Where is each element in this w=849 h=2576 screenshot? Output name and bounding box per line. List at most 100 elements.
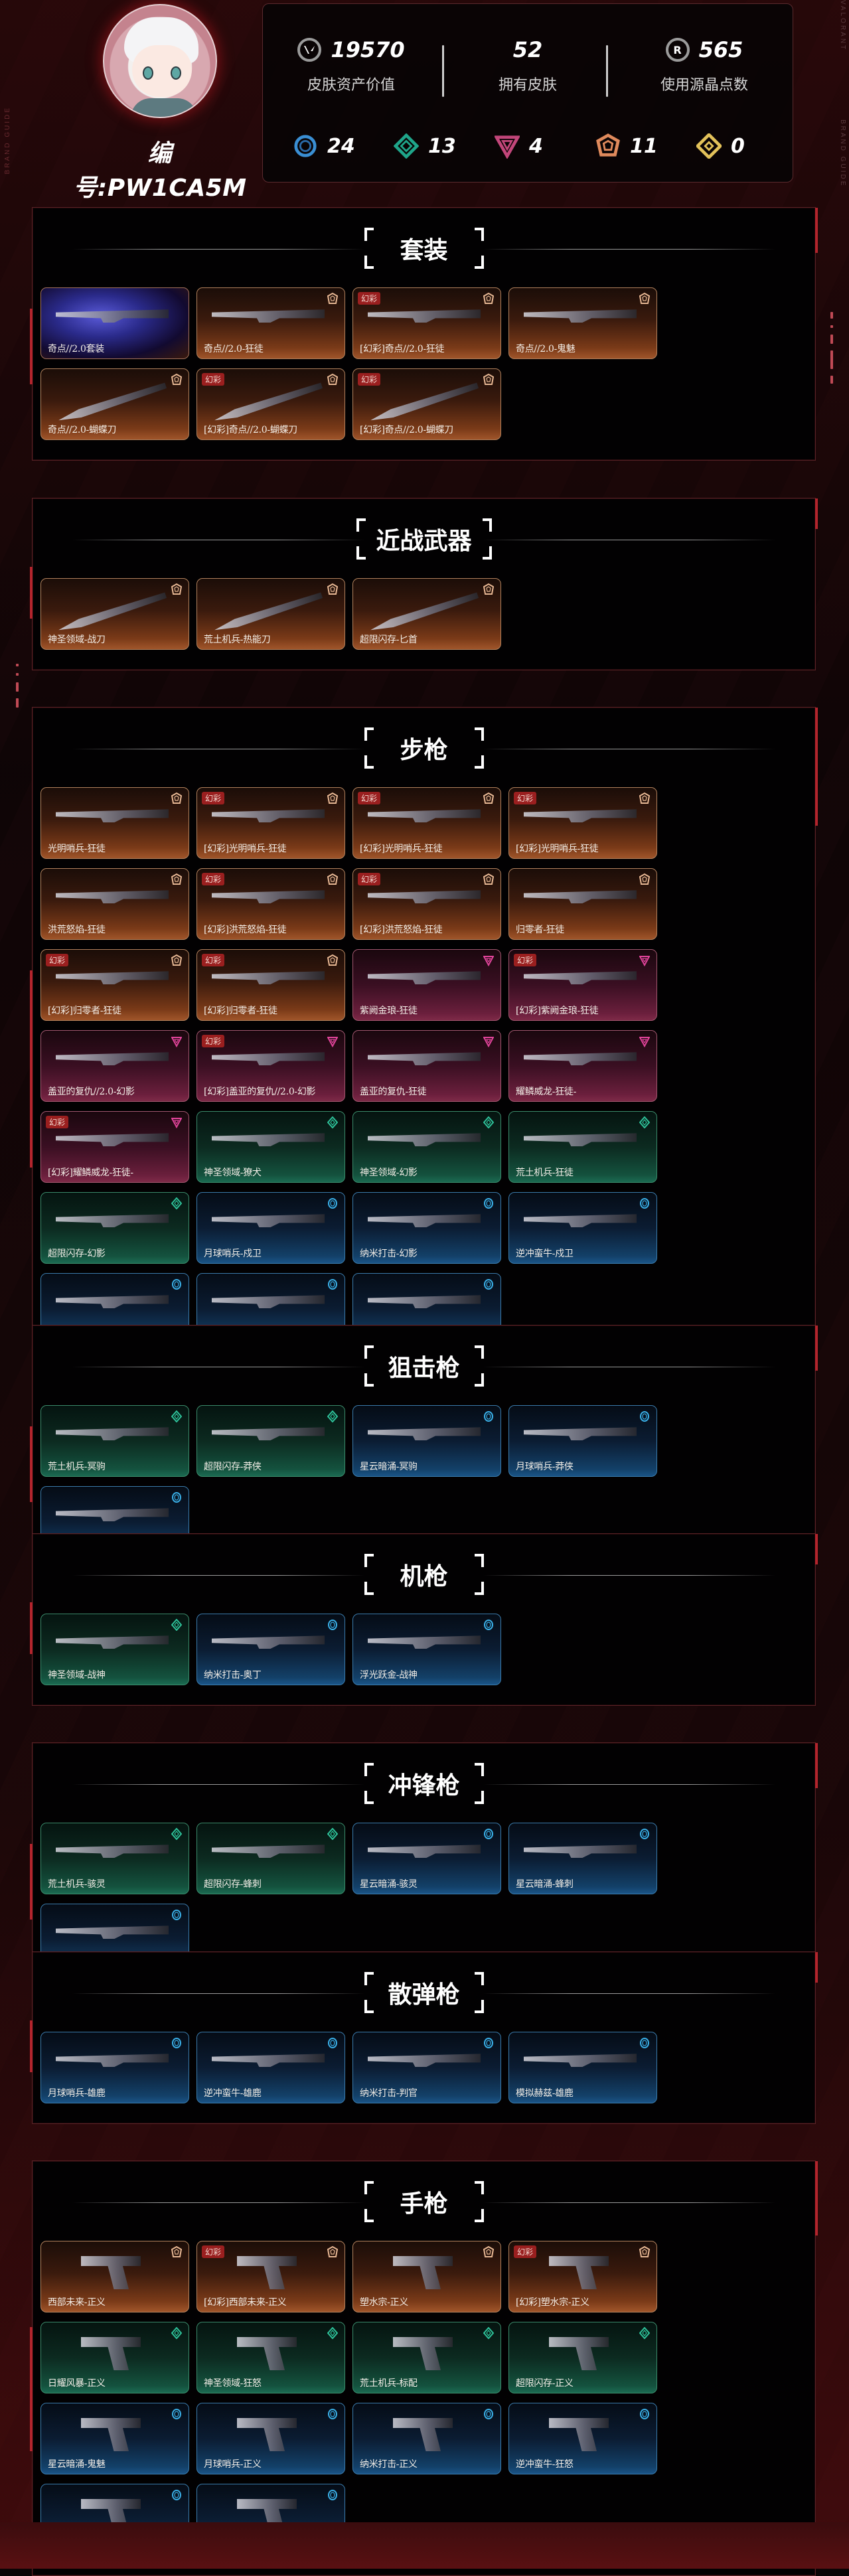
skin-card[interactable]: 荒土机兵-热能刀	[196, 578, 345, 650]
skin-card[interactable]: 幻彩[幻彩]盖亚的复仇//2.0-幻影	[196, 1030, 345, 1102]
section-panel: 机枪 神圣领域-战神纳米打击-奥丁浮光跃金-战神	[30, 1533, 818, 1706]
skin-card[interactable]: 奇点//2.0-鬼魅	[508, 287, 657, 359]
side-brand-label-left: BRAND GUIDE	[4, 106, 11, 175]
skin-card[interactable]: 荒土机兵-骇灵	[40, 1823, 189, 1894]
skin-card[interactable]: 塑水宗-正义	[352, 2241, 501, 2312]
weapon-image	[368, 1133, 481, 1146]
skin-card[interactable]: 西部未来-正义	[40, 2241, 189, 2312]
select-tier-icon	[640, 1411, 649, 1422]
skin-card[interactable]: 逆冲蛮牛-戍卫	[508, 1192, 657, 1264]
weapon-image	[524, 309, 637, 323]
exclusive-tier-icon	[483, 793, 494, 804]
skin-card[interactable]: 荒土机兵-冥驹	[40, 1405, 189, 1477]
skin-name: 纳米打击-正义	[360, 2459, 418, 2470]
skin-card[interactable]: 神圣领域-狂怒	[196, 2322, 345, 2393]
skin-card[interactable]: 神圣领域-战神	[40, 1614, 189, 1685]
deluxe-tier-icon	[171, 1619, 182, 1631]
radianite-points-icon: R	[665, 38, 690, 62]
skin-card[interactable]: 浮光跃金-战神	[352, 1614, 501, 1685]
skin-card[interactable]: 星云暗涌-骇灵	[352, 1823, 501, 1894]
skin-card[interactable]: 逆冲蛮牛-狂怒	[508, 2403, 657, 2474]
weapon-image	[56, 588, 168, 637]
skin-name: 奇点//2.0套装	[48, 344, 104, 354]
skin-card[interactable]: 星云暗涌-蜂刺	[508, 1823, 657, 1894]
skin-card[interactable]: 纳米打击-幻影	[352, 1192, 501, 1264]
skin-card[interactable]: 超限闪存-莽侠	[196, 1405, 345, 1477]
skin-card[interactable]: 光明哨兵-狂徒	[40, 787, 189, 859]
skin-name: 荒土机兵-骇灵	[48, 1879, 106, 1890]
header-line	[72, 1993, 364, 1994]
skin-card[interactable]: 星云暗涌-鬼魅	[40, 2403, 189, 2474]
tier-counts: 24 13 4 11 0	[279, 133, 784, 159]
skin-card[interactable]: 幻彩[幻彩]归零者-狂徒	[40, 949, 189, 1021]
section-header: 机枪	[33, 1534, 815, 1614]
skin-name: 神圣领域-战刀	[48, 635, 106, 645]
skin-card[interactable]: 神圣领域-獠犬	[196, 1111, 345, 1183]
select-tier-icon	[640, 1198, 649, 1209]
skin-card[interactable]: 纳米打击-奥丁	[196, 1614, 345, 1685]
skin-card[interactable]: 日耀风暴-正义	[40, 2322, 189, 2393]
skin-card[interactable]: 超限闪存-幻影	[40, 1192, 189, 1264]
skin-card[interactable]: 神圣领域-幻影	[352, 1111, 501, 1183]
skin-card[interactable]: 神圣领域-战刀	[40, 578, 189, 650]
header-line	[483, 249, 775, 250]
skin-grid: 光明哨兵-狂徒幻彩[幻彩]光明哨兵-狂徒幻彩[幻彩]光明哨兵-狂徒幻彩[幻彩]光…	[33, 787, 815, 1365]
weapon-image	[368, 971, 481, 984]
skin-card[interactable]: 超限闪存-匕首	[352, 578, 501, 650]
skin-card[interactable]: 幻彩[幻彩]奇点//2.0-蝴蝶刀	[196, 368, 345, 440]
skin-card[interactable]: 模拟赫兹-雄鹿	[508, 2032, 657, 2103]
skin-card[interactable]: 月球哨兵-戍卫	[196, 1192, 345, 1264]
side-brand-label-right-top: VALORANT	[839, 0, 846, 52]
skin-card[interactable]: 逆冲蛮牛-雄鹿	[196, 2032, 345, 2103]
section-header: 冲锋枪	[33, 1743, 815, 1823]
weapon-image	[524, 890, 637, 903]
skin-card[interactable]: 幻彩[幻彩]洪荒怒焰-狂徒	[196, 868, 345, 940]
skin-card[interactable]: 纳米打击-判官	[352, 2032, 501, 2103]
weapon-image	[237, 2337, 297, 2370]
skin-card[interactable]: 盖亚的复仇-狂徒	[352, 1030, 501, 1102]
skin-card[interactable]: 幻彩[幻彩]光明哨兵-狂徒	[508, 787, 657, 859]
radianite-value: 565	[698, 37, 743, 62]
skin-card[interactable]: 超限闪存-正义	[508, 2322, 657, 2393]
skin-card[interactable]: 幻彩[幻彩]光明哨兵-狂徒	[352, 787, 501, 859]
skin-card[interactable]: 荒土机兵-标配	[352, 2322, 501, 2393]
select-tier-icon	[484, 1829, 493, 1839]
skin-card[interactable]: 幻彩[幻彩]奇点//2.0-蝴蝶刀	[352, 368, 501, 440]
skin-name: 超限闪存-莽侠	[204, 1462, 262, 1472]
skin-card[interactable]: 耀鳞威龙-狂徒-	[508, 1030, 657, 1102]
skin-card[interactable]: 奇点//2.0-狂徒	[196, 287, 345, 359]
skin-card[interactable]: 洪荒怒焰-狂徒	[40, 868, 189, 940]
skin-card[interactable]: 纳米打击-正义	[352, 2403, 501, 2474]
section-title: 套装	[400, 236, 448, 264]
weapon-image	[56, 1214, 169, 1227]
skin-card[interactable]: 幻彩[幻彩]洪荒怒焰-狂徒	[352, 868, 501, 940]
skin-card[interactable]: 奇点//2.0套装	[40, 287, 189, 359]
weapon-image	[368, 1214, 481, 1227]
select-tier-icon	[172, 1492, 181, 1503]
skin-card[interactable]: 幻彩[幻彩]奇点//2.0-狂徒	[352, 287, 501, 359]
skin-card[interactable]: 月球哨兵-莽侠	[508, 1405, 657, 1477]
skin-card[interactable]: 幻彩[幻彩]归零者-狂徒	[196, 949, 345, 1021]
skin-name: 月球哨兵-戍卫	[204, 1249, 262, 1259]
avatar[interactable]	[103, 4, 217, 118]
skin-card[interactable]: 归零者-狂徒	[508, 868, 657, 940]
skin-card[interactable]: 荒土机兵-狂徒	[508, 1111, 657, 1183]
skin-card[interactable]: 盖亚的复仇//2.0-幻影	[40, 1030, 189, 1102]
skin-card[interactable]: 幻彩[幻彩]光明哨兵-狂徒	[196, 787, 345, 859]
skin-card[interactable]: 月球哨兵-正义	[196, 2403, 345, 2474]
skin-card[interactable]: 超限闪存-蜂刺	[196, 1823, 345, 1894]
skin-name: 星云暗涌-冥驹	[360, 1462, 418, 1472]
skin-card[interactable]: 幻彩[幻彩]耀鳞威龙-狂徒-	[40, 1111, 189, 1183]
select-tier-icon	[484, 1279, 493, 1290]
skin-card[interactable]: 紫阙金琅-狂徒	[352, 949, 501, 1021]
skin-card[interactable]: 幻彩[幻彩]塑水宗-正义	[508, 2241, 657, 2312]
section-panel: 散弹枪 月球哨兵-雄鹿逆冲蛮牛-雄鹿纳米打击-判官模拟赫兹-雄鹿	[30, 1951, 818, 2124]
skin-card[interactable]: 幻彩[幻彩]西部未来-正义	[196, 2241, 345, 2312]
skin-card[interactable]: 星云暗涌-冥驹	[352, 1405, 501, 1477]
select-tier-icon	[328, 2409, 337, 2419]
skin-card[interactable]: 幻彩[幻彩]紫阙金琅-狂徒	[508, 949, 657, 1021]
skin-card[interactable]: 月球哨兵-雄鹿	[40, 2032, 189, 2103]
skin-card[interactable]: 奇点//2.0-蝴蝶刀	[40, 368, 189, 440]
weapon-image	[368, 378, 480, 427]
exclusive-tier-icon	[171, 954, 182, 966]
